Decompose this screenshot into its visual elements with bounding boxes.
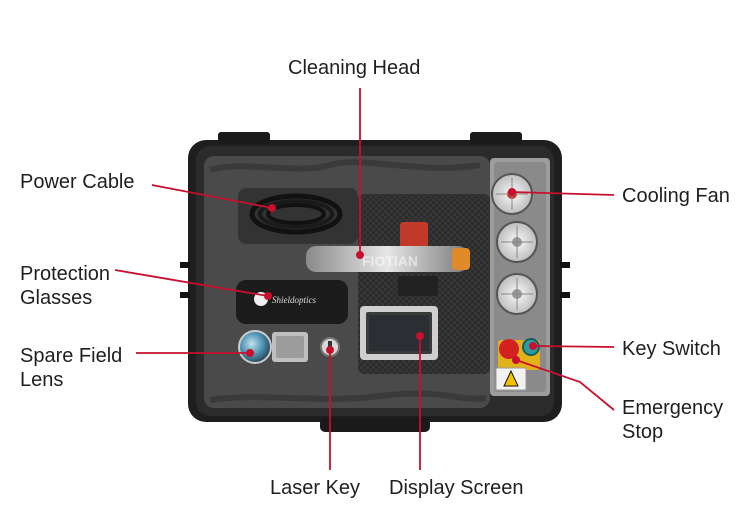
label-protection-glasses-line1: Protection [20,263,111,285]
label-cleaning-head: Cleaning Head [288,57,421,79]
leader-emergency-stop [515,359,615,411]
leader-lines [114,88,615,470]
label-emergency-stop-line2: Stop [622,421,664,443]
label-laser-key: Laser Key [270,477,361,499]
label-display-screen: Display Screen [389,477,524,499]
cleaning-head: FIOTIAN [306,222,470,272]
power-cable-coil [238,188,358,244]
dot-emergency-stop [512,356,520,364]
label-key-switch: Key Switch [622,338,721,360]
display-screen [360,306,438,360]
cooling-fan-3 [496,273,538,315]
warning-label [495,367,527,391]
dot-spare-field-lens [246,349,254,357]
leader-cooling-fan [511,191,615,196]
leader-dots [246,188,537,364]
dot-power-cable [268,204,276,212]
dot-protection-glasses [264,292,272,300]
leader-power-cable [151,184,273,209]
brand-lettering: FIOTIAN [362,253,418,269]
dot-display-screen [416,332,424,340]
accessory-pack [272,332,308,362]
leader-key-switch [532,345,615,348]
label-emergency-stop: Emergency Stop [622,396,723,444]
label-protection-glasses: Protection Glasses [20,262,110,310]
label-protection-glasses-line2: Glasses [20,287,93,309]
dot-laser-key [326,346,334,354]
dot-key-switch [529,342,537,350]
label-power-cable: Power Cable [20,171,135,193]
spare-field-lens [238,330,272,364]
dot-cleaning-head [356,251,364,259]
protection-glasses-case: Shieldoptics [236,280,348,324]
leader-protection-glasses [114,269,269,297]
label-emergency-stop-line1: Emergency [622,397,724,419]
dot-cooling-fan [508,188,516,196]
label-cooling-fan: Cooling Fan [622,185,730,207]
label-spare-field-lens-line2: Lens [20,369,64,391]
label-spare-field-lens: Spare Field Lens [20,344,122,392]
label-spare-field-lens-line1: Spare Field [20,345,123,367]
cooling-fan-2 [496,221,538,263]
glasses-case-logo: Shieldoptics [272,295,316,305]
